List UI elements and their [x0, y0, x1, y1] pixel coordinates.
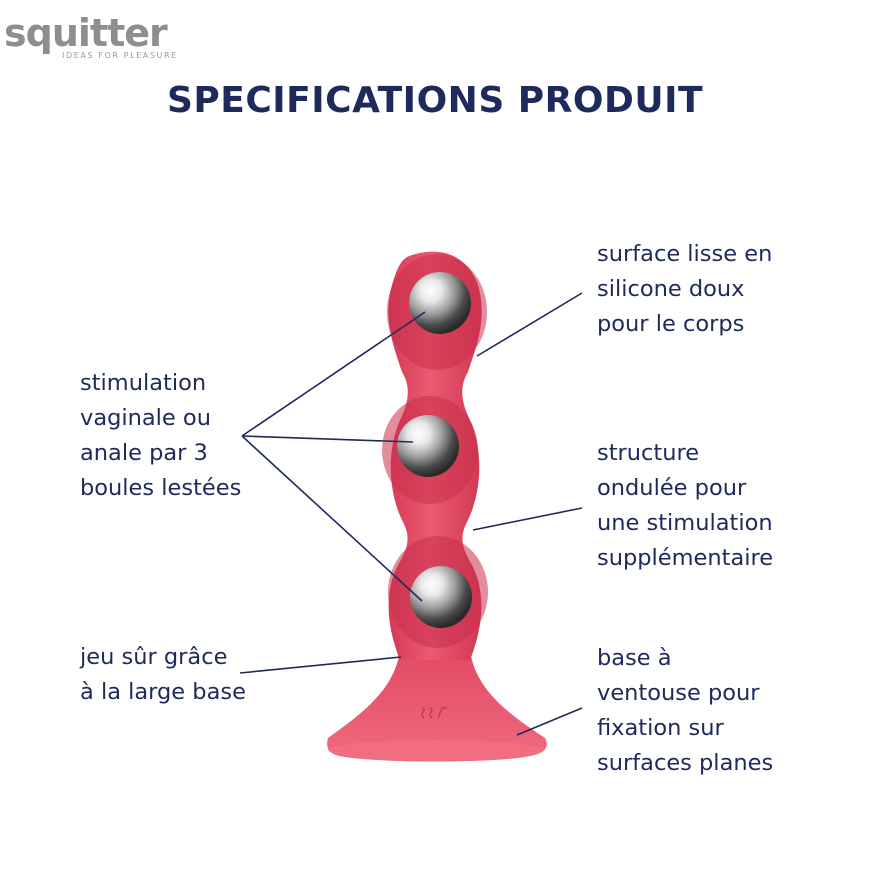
callout-jeu: jeu sûr grâce à la large base	[80, 644, 246, 705]
callout-line-surface	[476, 292, 583, 357]
metal-ball-middle	[397, 415, 459, 477]
metal-ball-bottom	[410, 566, 472, 628]
callout-surface: surface lisse en silicone doux pour le c…	[597, 241, 773, 337]
suction-base	[327, 650, 547, 762]
suction-base-rim	[328, 740, 544, 760]
brand-mark-icon	[421, 707, 447, 719]
callout-line-stim-bottom	[241, 435, 423, 602]
brand-logo-tagline: IDEAS FOR PLEASURE	[62, 51, 178, 60]
brand-logo: squitter IDEAS FOR PLEASURE	[4, 14, 178, 60]
callout-line-structure	[472, 507, 583, 531]
callout-structure: structure ondulée pour une stimulation s…	[597, 440, 774, 571]
callout-base: base à ventouse pour fixation sur surfac…	[597, 645, 774, 776]
callout-line-stim-top	[241, 311, 426, 437]
metal-ball-top	[409, 272, 471, 334]
callout-line-stim-middle	[241, 435, 414, 443]
brand-logo-word: squitter	[4, 11, 168, 55]
callout-lines	[239, 292, 583, 736]
callout-line-jeu	[239, 656, 402, 674]
page-title: SPECIFICATIONS PRODUIT	[166, 80, 704, 121]
callout-stimulation: stimulation vaginale ou anale par 3 boul…	[80, 370, 242, 501]
callout-line-base	[516, 707, 583, 736]
